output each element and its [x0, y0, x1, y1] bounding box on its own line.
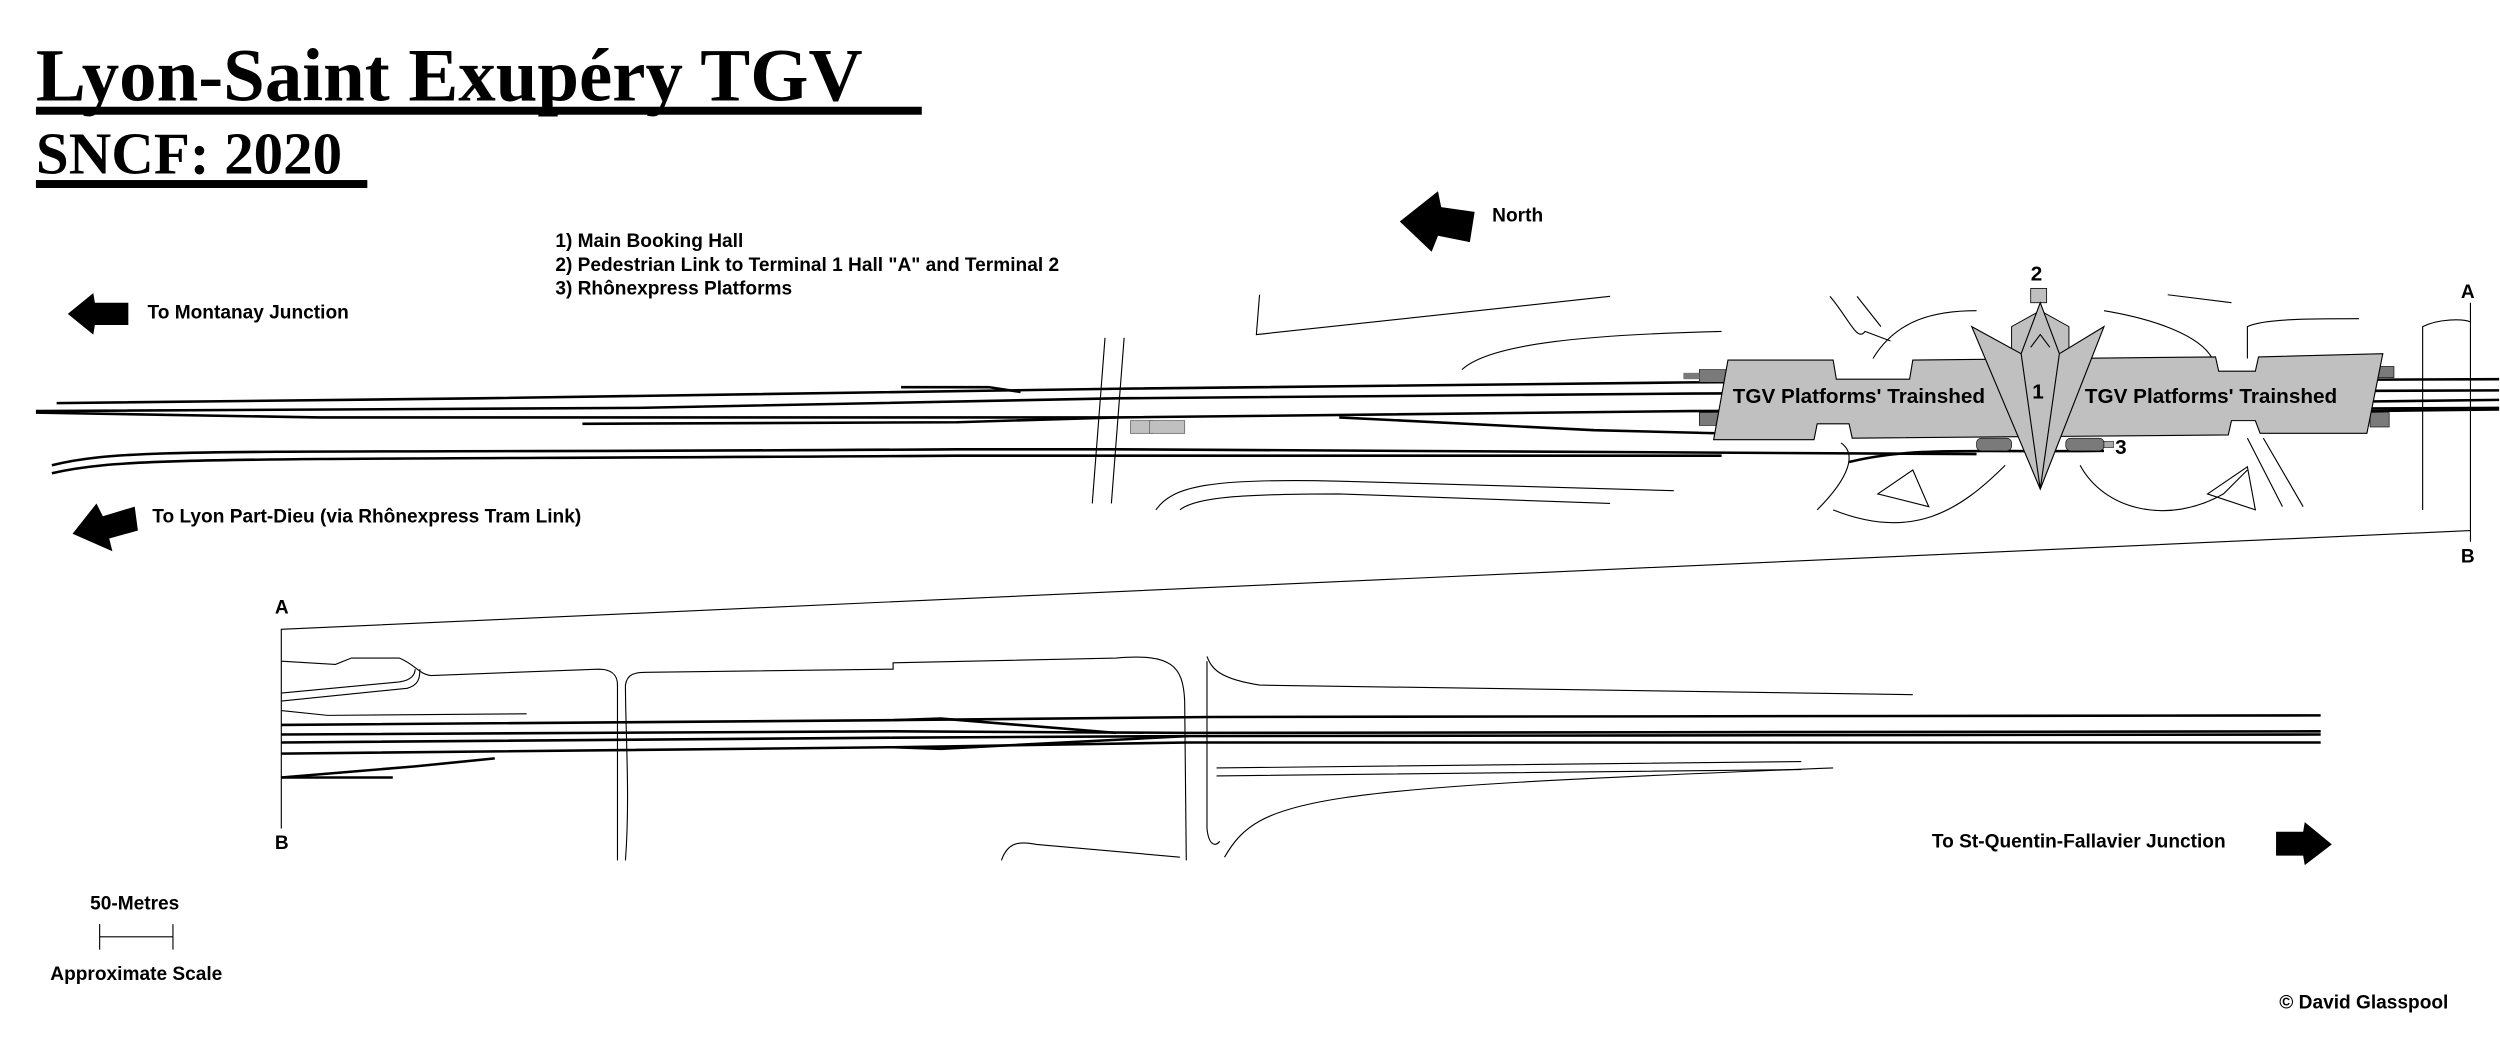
main-booking-hall	[1970, 287, 2106, 491]
arrow-right-icon	[2276, 822, 2332, 866]
north-label: North	[1492, 205, 1543, 226]
north-arrow-icon	[1399, 191, 1475, 252]
match-bottom-a: A	[275, 597, 289, 618]
marker-2: 2	[2031, 262, 2043, 285]
marker-3: 3	[2115, 436, 2127, 459]
subtitle-underline	[35, 180, 368, 189]
pedestrian-link	[2030, 287, 2048, 304]
direction-montanay: To Montanay Junction	[147, 303, 348, 324]
copyright: © David Glasspool	[2279, 993, 2448, 1014]
rhonexpress-platform	[2065, 437, 2105, 452]
section-boundary	[280, 530, 2471, 829]
direction-st-quentin: To St-Quentin-Fallavier Junction	[1932, 832, 2226, 853]
marker-1: 1	[2032, 380, 2044, 403]
arrow-left-icon	[67, 293, 129, 335]
trainshed-east-label: TGV Platforms' Trainshed	[2085, 385, 2337, 408]
scale-caption: Approximate Scale	[50, 964, 222, 985]
rhonexpress-platform	[1976, 437, 2012, 452]
match-top-b: B	[2461, 546, 2475, 567]
page-title: Lyon-Saint Exupéry TGV	[36, 34, 863, 117]
scale-distance: 50-Metres	[90, 894, 179, 915]
roads-bottom	[281, 656, 1913, 861]
arrow-left-icon	[72, 503, 138, 552]
legend-item-1: 1) Main Booking Hall	[555, 231, 743, 252]
direction-part-dieu: To Lyon Part-Dieu (via Rhônexpress Tram …	[152, 507, 581, 528]
match-top-a: A	[2461, 282, 2475, 303]
scale-bar: 50-Metres Approximate Scale	[50, 894, 222, 985]
legend: 1) Main Booking Hall 2) Pedestrian Link …	[555, 231, 1059, 300]
page-subtitle: SNCF: 2020	[36, 121, 342, 187]
legend-item-3: 3) Rhônexpress Platforms	[555, 279, 792, 300]
legend-item-2: 2) Pedestrian Link to Terminal 1 Hall "A…	[555, 255, 1059, 276]
roads-top	[1091, 294, 2472, 542]
title-underline	[35, 106, 922, 115]
trainshed-west-label: TGV Platforms' Trainshed	[1733, 385, 1985, 408]
match-bottom-b: B	[275, 833, 289, 854]
tracks-bottom	[281, 714, 2321, 779]
platforms	[1683, 366, 2395, 452]
